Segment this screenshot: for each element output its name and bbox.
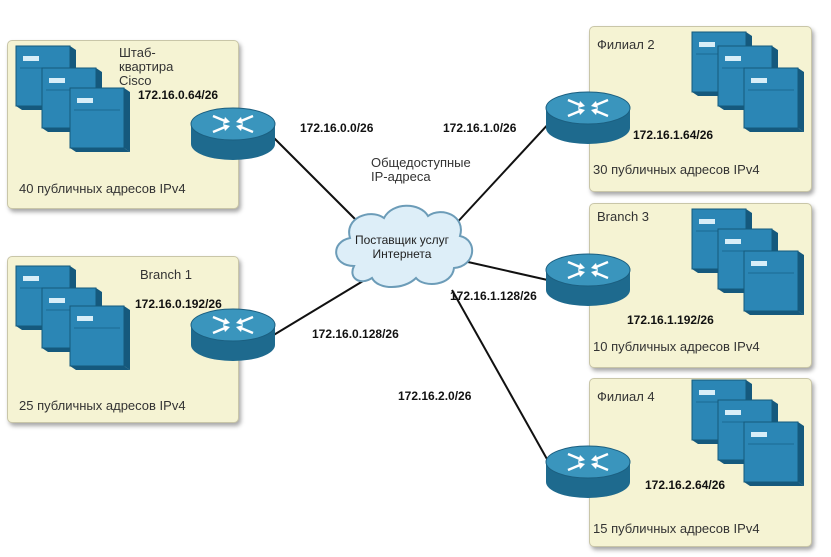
hq-link-subnet: 172.16.0.0/26 xyxy=(300,121,374,135)
branch4-link-subnet: 172.16.2.0/26 xyxy=(398,389,472,403)
server-stack-icon xyxy=(691,379,805,487)
link-branch3-isp xyxy=(467,261,553,282)
public-ip-label: Общедоступные IP-адреса xyxy=(371,156,471,184)
branch2-address-count: 30 публичных адресов IPv4 xyxy=(593,162,760,177)
router-icon xyxy=(544,444,632,500)
link-branch2-isp xyxy=(451,119,553,229)
server-stack-icon xyxy=(691,31,805,133)
link-branch4-isp xyxy=(451,289,553,469)
hq-name-line3: Cisco xyxy=(119,73,152,88)
branch4-address-count: 15 публичных адресов IPv4 xyxy=(593,521,760,536)
router-icon xyxy=(189,106,277,162)
hq-address-count: 40 публичных адресов IPv4 xyxy=(19,181,186,196)
link-branch1-isp xyxy=(271,277,369,337)
branch3-lan-subnet: 172.16.1.192/26 xyxy=(627,313,714,327)
branch3-link-subnet: 172.16.1.128/26 xyxy=(450,289,537,303)
branch2-name: Филиал 2 xyxy=(597,37,655,52)
hq-lan-subnet: 172.16.0.64/26 xyxy=(138,88,219,102)
branch3-name: Branch 3 xyxy=(597,209,650,224)
link-hq-isp xyxy=(271,135,359,223)
branch1-link-subnet: 172.16.0.128/26 xyxy=(312,327,399,341)
router-icon xyxy=(544,252,632,308)
hq-name-line1: Штаб- xyxy=(119,45,156,60)
branch1-address-count: 25 публичных адресов IPv4 xyxy=(19,398,186,413)
branch1-name: Branch 1 xyxy=(140,267,193,282)
public-ip-label-line1: Общедоступные xyxy=(371,155,471,170)
branch2-lan-subnet: 172.16.1.64/26 xyxy=(633,128,714,142)
isp-label-line2: Интернета xyxy=(372,247,432,261)
server-stack-icon xyxy=(691,208,805,316)
branch4-name: Филиал 4 xyxy=(597,389,655,404)
cloud-icon xyxy=(335,204,474,288)
isp-label: Поставщик услуг Интернета xyxy=(334,233,470,261)
branch3-address-count: 10 публичных адресов IPv4 xyxy=(593,339,760,354)
isp-label-line1: Поставщик услуг xyxy=(354,233,450,247)
branch4-lan-subnet: 172.16.2.64/26 xyxy=(645,478,726,492)
server-stack-icon xyxy=(15,45,131,152)
branch1-lan-subnet: 172.16.0.192/26 xyxy=(135,297,222,311)
public-ip-label-line2: IP-адреса xyxy=(371,169,431,184)
hq-name: Штаб- квартира Cisco xyxy=(119,46,173,88)
router-icon xyxy=(189,307,277,363)
router-icon xyxy=(544,90,632,146)
branch2-link-subnet: 172.16.1.0/26 xyxy=(443,121,517,135)
hq-name-line2: квартира xyxy=(119,59,174,74)
server-stack-icon xyxy=(15,265,131,371)
